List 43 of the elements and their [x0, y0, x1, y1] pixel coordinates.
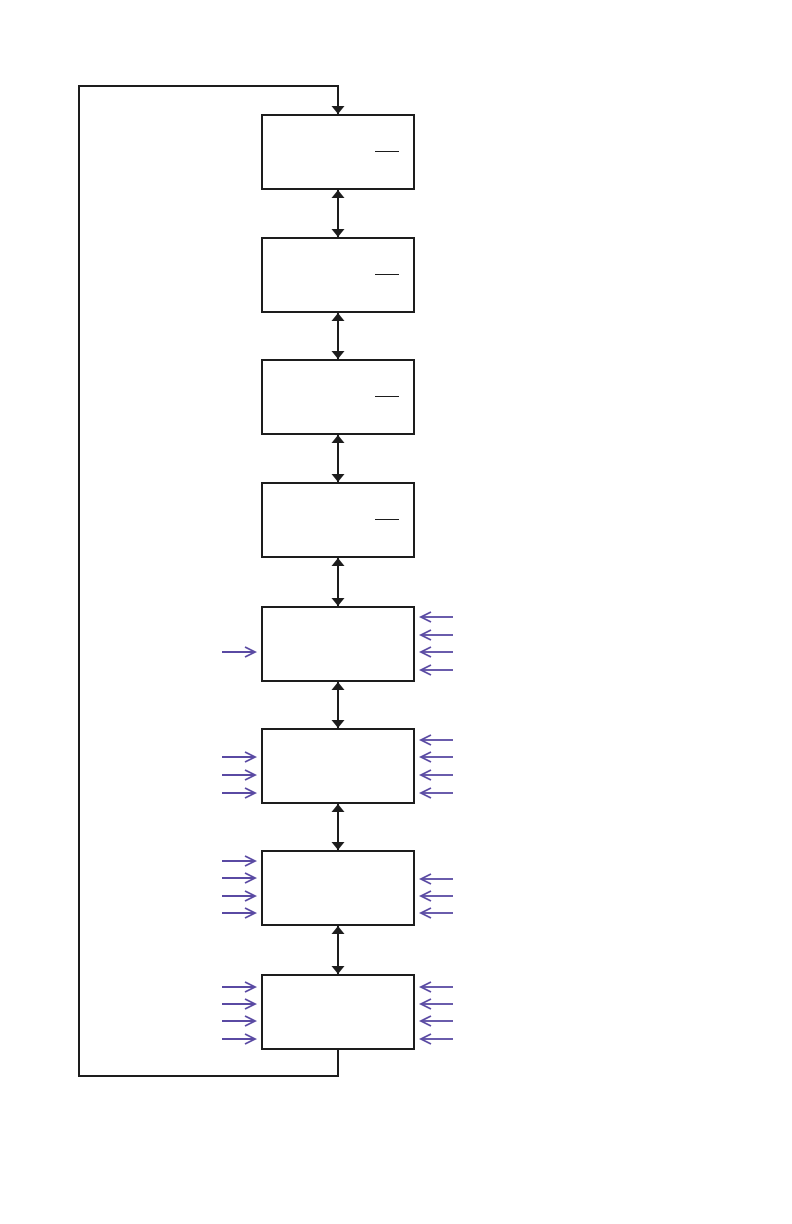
input-arrow — [221, 855, 256, 867]
input-arrow — [420, 907, 454, 919]
input-arrow — [221, 769, 256, 781]
input-arrow — [221, 646, 256, 658]
input-arrow — [420, 998, 454, 1010]
input-arrow — [420, 646, 454, 658]
double-arrow — [334, 434, 342, 483]
double-arrow — [334, 803, 342, 851]
process-box — [261, 482, 415, 558]
input-arrow — [221, 1033, 256, 1045]
input-arrow — [420, 787, 454, 799]
loop-arrow — [78, 85, 342, 1077]
process-box — [261, 606, 415, 682]
input-arrow — [221, 1015, 256, 1027]
process-box — [261, 359, 415, 435]
input-arrow — [420, 981, 454, 993]
double-arrow — [334, 925, 342, 975]
input-arrow — [221, 872, 256, 884]
input-arrow — [221, 751, 256, 763]
process-box — [261, 974, 415, 1050]
input-arrow — [221, 998, 256, 1010]
input-arrow — [420, 769, 454, 781]
input-arrow — [420, 873, 454, 885]
double-arrow — [334, 681, 342, 729]
double-arrow — [334, 557, 342, 607]
input-arrow — [420, 664, 454, 676]
input-arrow — [420, 611, 454, 623]
input-arrow — [420, 734, 454, 746]
input-arrow — [420, 751, 454, 763]
input-arrow — [221, 907, 256, 919]
input-arrow — [221, 890, 256, 902]
input-arrow — [221, 787, 256, 799]
process-box — [261, 728, 415, 804]
input-arrow — [420, 1033, 454, 1045]
process-box — [261, 237, 415, 313]
process-box — [261, 114, 415, 190]
input-arrow — [420, 890, 454, 902]
input-arrow — [420, 629, 454, 641]
process-box — [261, 850, 415, 926]
double-arrow — [334, 312, 342, 360]
double-arrow — [334, 189, 342, 238]
input-arrow — [221, 981, 256, 993]
input-arrow — [420, 1015, 454, 1027]
